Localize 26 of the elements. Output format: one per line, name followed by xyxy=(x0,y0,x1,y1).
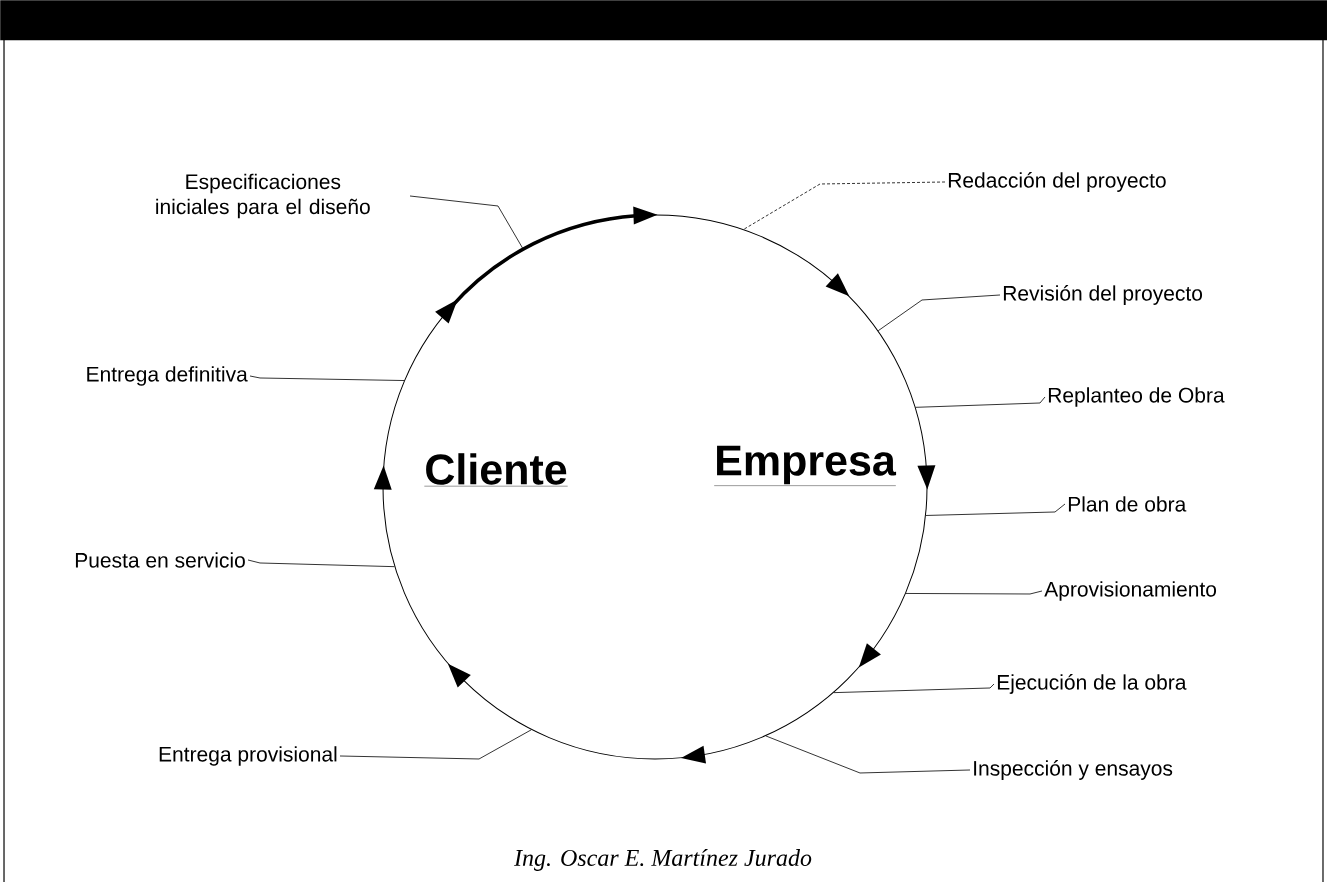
author-credit: Ing. Oscar E. Martínez Jurado xyxy=(513,849,812,871)
leader-line xyxy=(339,729,532,760)
leader-line xyxy=(877,294,1001,332)
step-label: Plan de obra xyxy=(1068,496,1187,512)
title-bar xyxy=(0,0,1327,41)
step-label: Entrega provisional xyxy=(159,746,337,766)
leader-line xyxy=(765,735,971,774)
leader-line xyxy=(409,195,524,250)
step-label: Especificaciones iniciales para el diseño xyxy=(156,173,370,219)
step-label: Redacción del proyecto xyxy=(948,172,1166,192)
leader-line xyxy=(743,181,946,230)
step-label: Entrega definitiva xyxy=(87,366,248,386)
leader-line xyxy=(915,396,1046,408)
leader-line xyxy=(925,503,1066,516)
role-label: Empresa xyxy=(713,445,897,486)
leader-line xyxy=(247,559,395,568)
role-label: Cliente xyxy=(424,453,568,487)
step-label: Revisión del proyecto xyxy=(1003,285,1203,305)
leader-line xyxy=(905,590,1043,595)
step-label: Puesta en servicio xyxy=(75,552,245,568)
step-label: Ejecución de la obra xyxy=(997,674,1187,694)
leader-line xyxy=(833,683,995,694)
step-label: Inspección y ensayos xyxy=(974,760,1173,780)
step-label: Aprovisionamiento xyxy=(1044,581,1217,601)
leader-line xyxy=(249,375,405,381)
step-label: Replanteo de Obra xyxy=(1048,387,1225,407)
